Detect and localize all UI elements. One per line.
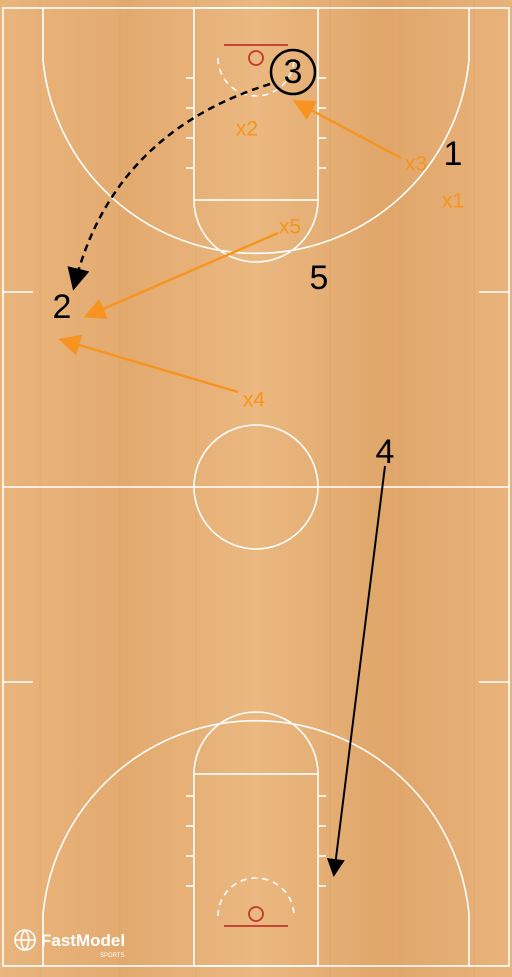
offense-player-2: 2 xyxy=(53,288,72,326)
brand-name: FastModel xyxy=(41,931,125,950)
defense-player-x1: x1 xyxy=(442,190,464,213)
defense-x4-move xyxy=(58,334,239,394)
pass-3-to-2 xyxy=(67,82,271,291)
basketball-logo-icon xyxy=(14,929,36,951)
restricted-arc-top xyxy=(217,57,295,97)
lane-bottom xyxy=(193,773,319,967)
center-circle xyxy=(193,424,319,550)
cut-4 xyxy=(326,465,386,877)
players: 1 2 3 4 5 x1 x2 x3 x4 x5 xyxy=(53,48,464,471)
free-throw-circle-top xyxy=(193,199,319,263)
fastmodel-logo: FastModel SPORTS xyxy=(14,929,125,959)
offense-player-5: 5 xyxy=(310,259,329,297)
defense-player-x3: x3 xyxy=(405,153,427,176)
three-point-arc-bottom xyxy=(42,719,470,966)
basket-bottom xyxy=(224,906,288,927)
offense-player-3: 3 xyxy=(284,53,303,91)
offense-player-1: 1 xyxy=(444,135,463,173)
wood-planks xyxy=(39,0,475,977)
defense-x5-move xyxy=(83,231,279,319)
offense-player-4: 4 xyxy=(376,433,395,471)
brand-sub: SPORTS xyxy=(100,953,125,959)
restricted-arc-bottom xyxy=(217,877,295,917)
defense-player-x4: x4 xyxy=(243,389,266,412)
court-lines xyxy=(2,7,510,967)
free-throw-circle-bottom xyxy=(193,711,319,775)
basket-top xyxy=(224,44,288,66)
three-point-arc-top xyxy=(42,8,470,255)
defense-player-x2: x2 xyxy=(236,118,258,141)
ball-handler-ring xyxy=(269,48,317,96)
defense-x3-move xyxy=(292,100,402,160)
lane-top xyxy=(193,7,319,201)
actions xyxy=(58,82,402,877)
defense-player-x5: x5 xyxy=(279,216,301,239)
